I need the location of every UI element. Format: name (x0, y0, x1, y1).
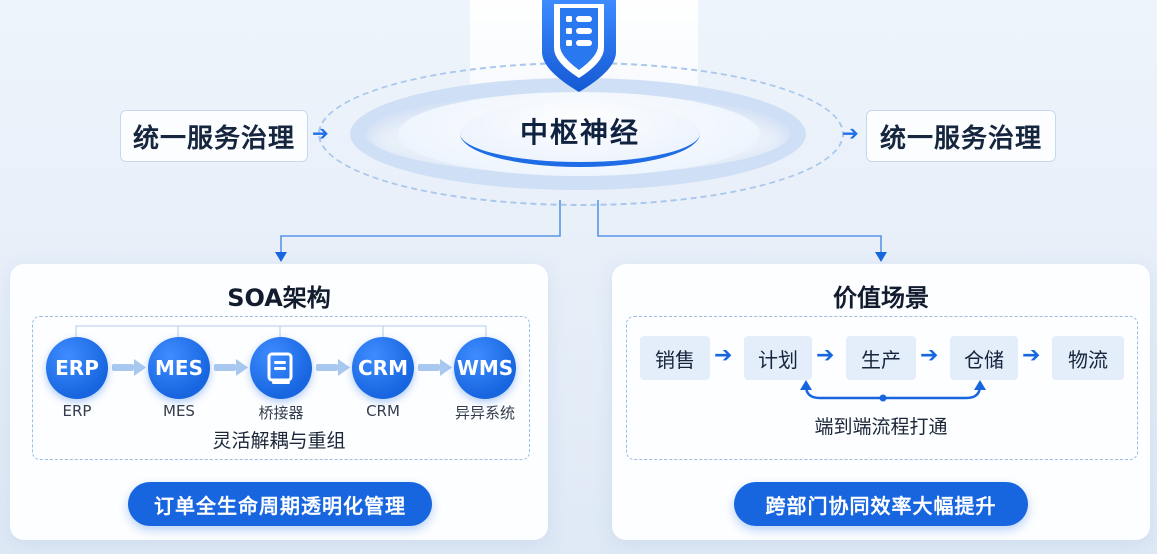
soa-summary-pill: 订单全生命周期透明化管理 (128, 482, 432, 526)
arrow-right-icon: ➔ (714, 343, 733, 368)
value-title: 价值场景 (833, 284, 929, 312)
flow-step-sales: 销售 (640, 336, 710, 380)
erp-badge: ERP (55, 356, 99, 380)
erp-node: ERP (46, 337, 108, 399)
document-bridge-icon (267, 352, 293, 384)
soa-link-lines (75, 325, 487, 376)
arrow-right-icon: ➔ (312, 121, 329, 145)
wms-badge: WMS (456, 356, 514, 380)
erp-caption: ERP (62, 402, 92, 420)
arrow-right-icon: ➔ (816, 343, 835, 368)
crm-badge: CRM (358, 356, 408, 380)
flow-step-warehouse: 仓储 (950, 336, 1018, 380)
flow-step-plan: 计划 (744, 336, 812, 380)
flow-step-logistics: 物流 (1052, 336, 1124, 380)
crm-node: CRM (352, 337, 414, 399)
value-note: 端到端流程打通 (814, 416, 948, 438)
side-label-left: 统一服务治理 (120, 110, 308, 162)
bridge-node (250, 337, 312, 399)
shield-list-icon (542, 0, 616, 92)
mes-caption: MES (163, 402, 195, 420)
mes-node: MES (148, 337, 210, 399)
soa-dashed-container (32, 316, 530, 460)
wms-node: WMS (454, 337, 516, 399)
side-label-right: 统一服务治理 (866, 110, 1056, 162)
soa-title: SOA架构 (227, 284, 331, 312)
center-hub-title: 中枢神经 (460, 100, 700, 167)
value-dashed-container (626, 316, 1138, 460)
soa-note: 灵活解耦与重组 (212, 430, 346, 452)
mes-badge: MES (155, 356, 203, 380)
arrow-right-icon: ➔ (842, 121, 859, 145)
crm-caption: CRM (366, 402, 400, 420)
arrow-right-icon: ➔ (1022, 343, 1041, 368)
soa-panel: SOA架构 ERP MES CRM WMS ERP MES 桥接器 CRM 异异… (10, 264, 548, 540)
arrow-right-icon: ➔ (920, 343, 939, 368)
bridge-caption: 桥接器 (258, 404, 304, 422)
value-summary-pill: 跨部门协同效率大幅提升 (734, 482, 1028, 526)
wms-caption: 异异系统 (454, 404, 515, 422)
flow-step-production: 生产 (846, 336, 916, 380)
